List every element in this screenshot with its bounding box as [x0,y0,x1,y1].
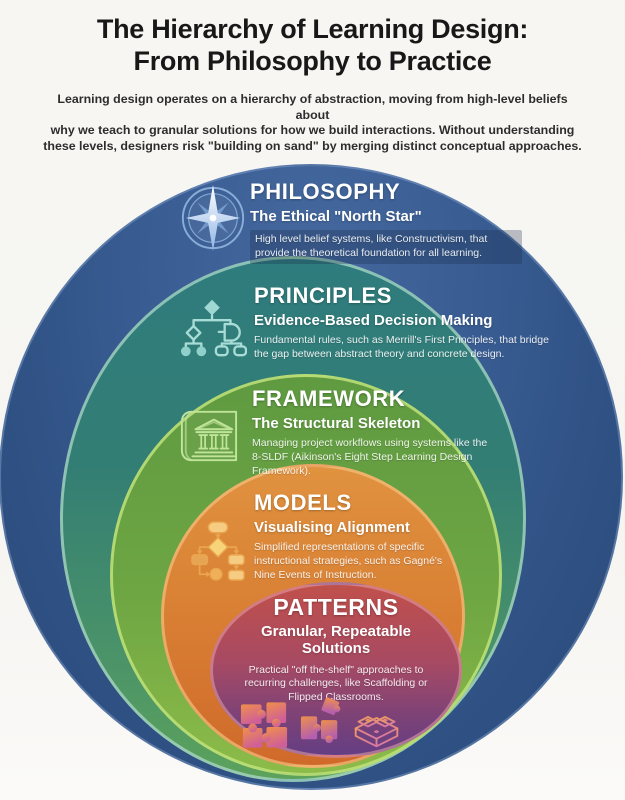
models-title: MODELS [254,490,352,515]
framework-description: Managing project workflows using systems… [252,437,488,477]
puzzle-pieces-icon [299,696,343,752]
flowchart-icon [190,520,246,584]
puzzle-grid-icon [237,698,292,752]
patterns-icon-row [237,690,399,752]
philosophy-title: PHILOSOPHY [250,179,401,204]
models-description: Simplified representations of specific i… [254,541,443,581]
patterns-description: Practical "off the-shelf" approaches to … [244,663,428,704]
header: The Hierarchy of Learning Design: From P… [0,14,625,155]
page-title: The Hierarchy of Learning Design: From P… [0,14,625,78]
page-title-line1: The Hierarchy of Learning Design: [96,14,529,44]
intro-line2: why we teach to granular solutions for h… [50,123,575,138]
page-title-line2: From Philosophy to Practice [133,45,492,76]
principles-title: PRINCIPLES [254,283,393,308]
principles-description: Fundamental rules, such as Merrill's Fir… [254,334,549,360]
patterns-title: PATTERNS [273,594,399,620]
decision-tree-icon [179,294,247,360]
principles-subtitle: Evidence-Based Decision Making [254,312,493,329]
framework-title: FRAMEWORK [252,386,406,411]
models-subtitle: Visualising Alignment [254,519,410,536]
intro-line3: these levels, designers risk "building o… [43,139,582,154]
models-text-block: MODELS Visualising Alignment Simplified … [254,490,466,583]
building-blocks-icon [350,699,403,752]
compass-north-star-icon [178,183,248,253]
philosophy-description: High level belief systems, like Construc… [250,230,522,264]
philosophy-subtitle: The Ethical "North Star" [250,208,422,225]
blueprint-building-icon [176,406,242,466]
principles-text-block: PRINCIPLES Evidence-Based Decision Makin… [254,283,566,362]
patterns-subtitle: Granular, Repeatable Solutions [260,623,412,658]
intro-paragraph: Learning design operates on a hierarchy … [43,92,583,156]
framework-text-block: FRAMEWORK The Structural Skeleton Managi… [252,386,504,479]
philosophy-text-block: PHILOSOPHY The Ethical "North Star" High… [250,179,530,264]
patterns-text-block: PATTERNS Granular, Repeatable Solutions … [221,594,451,705]
intro-line1: Learning design operates on a hierarchy … [57,91,568,122]
framework-subtitle: The Structural Skeleton [252,415,421,432]
